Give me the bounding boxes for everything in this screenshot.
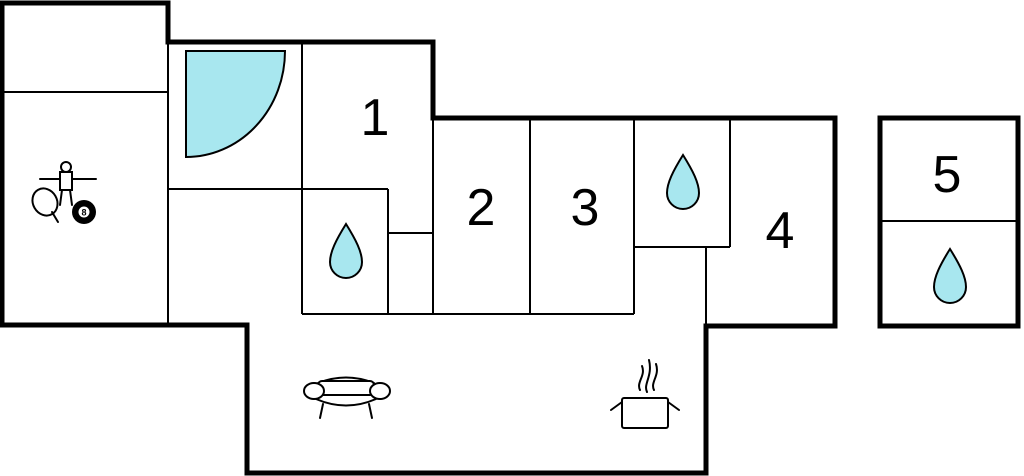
room-label-1: 1 [361, 89, 390, 147]
billiard-ball-number: 8 [81, 208, 86, 218]
water-drop-icon [328, 222, 364, 279]
table-tennis-foosball-billiard-icon: 8 [31, 161, 97, 224]
sofa-icon [303, 376, 391, 419]
water-drop-icon [665, 153, 701, 210]
room-label-3: 3 [571, 179, 600, 237]
pool-icon [185, 50, 287, 159]
cooking-pot-icon [610, 359, 680, 429]
water-drop-icon [932, 247, 968, 304]
room-label-4: 4 [766, 202, 795, 260]
room-label-2: 2 [467, 179, 496, 237]
room-label-5: 5 [933, 146, 962, 204]
main-building-outline [0, 0, 838, 476]
